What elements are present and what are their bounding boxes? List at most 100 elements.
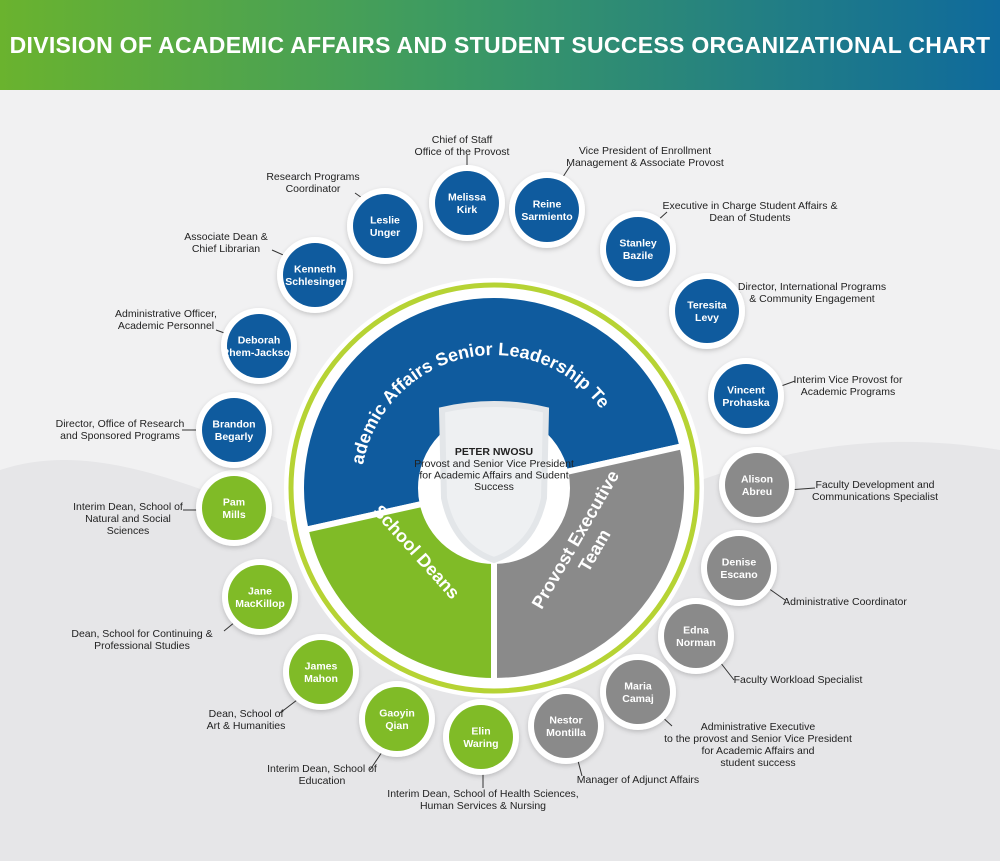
member-name-line: Vincent — [727, 384, 765, 396]
member-node-circle — [707, 536, 771, 600]
member-role-line: Manager of Adjunct Affairs — [577, 774, 699, 786]
member-name-line: Brandon — [212, 418, 255, 430]
shield-watermark-icon — [438, 401, 550, 564]
outer-green-ring — [288, 282, 700, 694]
member-name-line: Gaoyin — [379, 707, 415, 719]
member-node-circle — [365, 687, 429, 751]
member-name-line: Norman — [676, 637, 716, 649]
member-node-circle — [714, 364, 778, 428]
member-role-line: Chief Librarian — [192, 243, 260, 255]
connector-edna-norman — [719, 661, 735, 681]
member-name-line: Reine — [533, 198, 562, 210]
member-name-line: Leslie — [370, 214, 400, 226]
member-role-line: Chief of Staff — [432, 134, 493, 146]
member-node-circle — [515, 178, 579, 242]
member-role-line: Academic Programs — [801, 386, 896, 398]
member-role-line: Director, International Programs — [738, 281, 886, 293]
header-banner: DIVISION OF ACADEMIC AFFAIRS AND STUDENT… — [0, 0, 1000, 90]
member-name-line: Nestor — [549, 714, 582, 726]
member-name-line: Levy — [695, 312, 719, 324]
member-role-line: Art & Humanities — [207, 720, 286, 732]
member-role-line: Communications Specialist — [812, 491, 938, 503]
member-node-circle — [664, 604, 728, 668]
page-title: DIVISION OF ACADEMIC AFFAIRS AND STUDENT… — [9, 32, 991, 58]
member-node-circle — [202, 476, 266, 540]
member-name-line: Stanley — [619, 237, 657, 249]
segment-executive — [491, 442, 690, 685]
center-name: PETER NWOSU — [455, 446, 533, 458]
member-name-line: Bazile — [623, 250, 654, 262]
member-role-line: Director, Office of Research — [56, 418, 185, 430]
member-role-line: Coordinator — [286, 183, 341, 195]
member-name-line: Deborah — [238, 334, 281, 346]
member-role-line: & Community Engagement — [749, 293, 875, 305]
connector-denise-escano — [767, 587, 786, 601]
member-role-line: Interim Dean, School of — [73, 501, 183, 513]
member-name-line: Mills — [222, 509, 245, 521]
member-role-line: Interim Vice Provost for — [794, 374, 903, 386]
connector-james-mahon — [279, 699, 298, 714]
member-name-line: Unger — [370, 227, 400, 239]
member-role-line: Natural and Social — [85, 513, 171, 525]
member-name-line: Qian — [385, 720, 408, 732]
center-role-line: Provost and Senior Vice President — [414, 458, 574, 470]
member-role-line: student success — [720, 757, 795, 769]
member-role-line: Human Services & Nursing — [420, 800, 546, 812]
member-role-line: for Academic Affairs and — [701, 745, 814, 757]
member-node-circle — [725, 453, 789, 517]
member-role-line: Vice President of Enrollment — [579, 145, 711, 157]
member-role-line: Faculty Development and — [815, 479, 934, 491]
member-node-circle — [353, 194, 417, 258]
member-role-line: Management & Associate Provost — [566, 157, 724, 169]
member-name-line: Abreu — [742, 486, 772, 498]
member-role-line: Academic Personnel — [118, 320, 214, 332]
member-name-line: Waring — [463, 738, 498, 750]
member-name-line: Begarly — [215, 431, 254, 443]
member-node-circle — [283, 243, 347, 307]
member-role-line: Administrative Officer, — [115, 308, 217, 320]
member-name-line: Escano — [720, 569, 757, 581]
member-role-line: Office of the Provost — [415, 146, 510, 158]
member-role-line: Executive in Charge Student Affairs & — [663, 200, 838, 212]
member-name-line: James — [305, 660, 338, 672]
member-name-line: Denise — [722, 556, 757, 568]
member-name-line: Sarmiento — [521, 211, 572, 223]
center-role-line: for Academic Affairs and Sudent — [419, 470, 568, 482]
member-role-line: Research Programs — [266, 171, 359, 183]
member-node-circle — [202, 398, 266, 462]
member-name-line: Rhem-Jackson — [222, 347, 297, 359]
member-node-circle — [606, 217, 670, 281]
member-name-line: MacKillop — [235, 598, 285, 610]
member-role-line: Faculty Workload Specialist — [734, 674, 863, 686]
member-name-line: Teresita — [687, 299, 727, 311]
member-node-circle — [289, 640, 353, 704]
member-node-circle — [449, 705, 513, 769]
member-name-line: Montilla — [546, 727, 586, 739]
member-name-line: Alison — [741, 473, 773, 485]
member-name-line: Kirk — [457, 204, 478, 216]
member-role-line: Professional Studies — [94, 640, 190, 652]
member-node-circle — [227, 314, 291, 378]
member-role-line: Dean, School of — [209, 708, 284, 720]
segment-deans — [301, 500, 497, 685]
member-node-circle — [534, 694, 598, 758]
member-node-circle — [435, 171, 499, 235]
member-name-line: Maria — [624, 680, 652, 692]
